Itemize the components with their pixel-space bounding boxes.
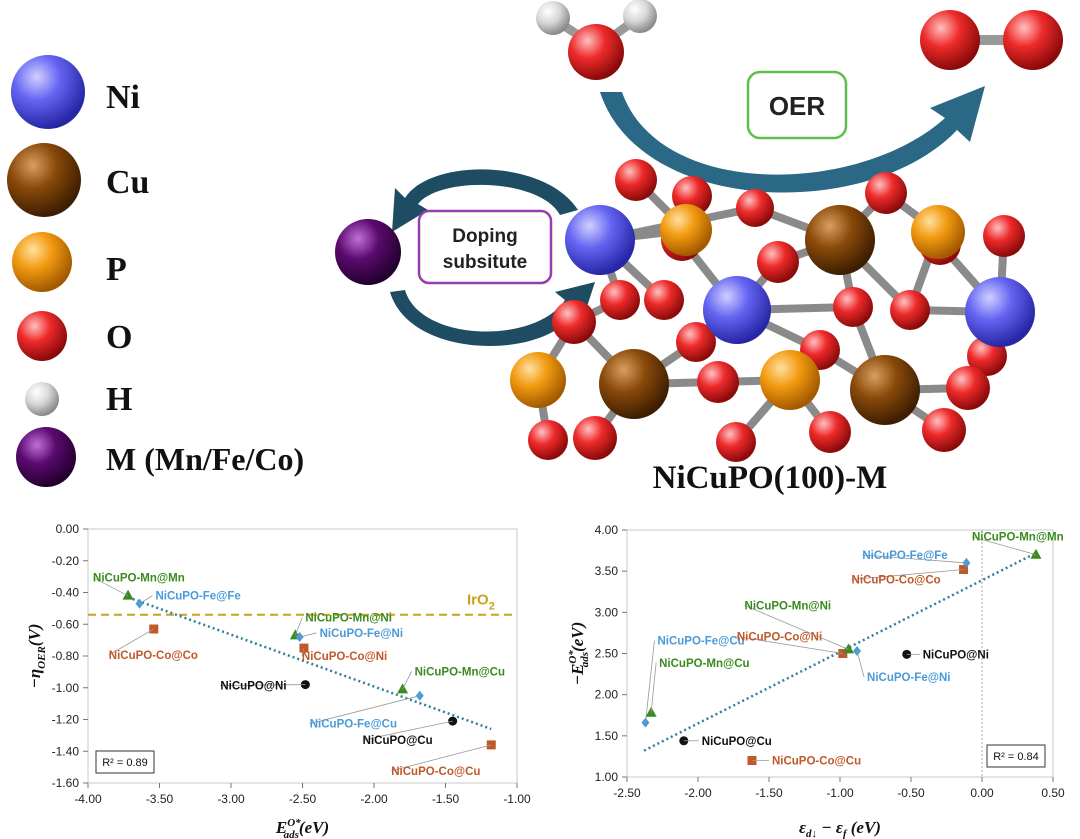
legend-atom-cu xyxy=(7,143,81,217)
point-label: NiCuPO-Fe@Fe xyxy=(862,550,947,562)
label-leader xyxy=(856,650,865,678)
oer-arrow: OER xyxy=(600,70,985,193)
r2-label: R² = 0.84 xyxy=(993,751,1039,763)
label-leader xyxy=(744,605,849,650)
y-tick-label: 2.50 xyxy=(595,647,619,661)
label-leader xyxy=(736,636,843,654)
point-label: NiCuPO-Mn@Mn xyxy=(972,532,1064,544)
legend-atom-m xyxy=(16,427,76,487)
x-tick-label: -0.50 xyxy=(897,786,925,800)
water-molecule xyxy=(536,0,657,80)
doping-label-box xyxy=(417,209,553,285)
doping-label-line2: subsitute xyxy=(443,252,527,273)
x-tick-label: 0.50 xyxy=(1041,786,1065,800)
fit-line xyxy=(643,551,1037,752)
point-label: NiCuPO-Fe@Cu xyxy=(657,636,744,648)
label-leader xyxy=(650,662,657,713)
legend-label-p: P xyxy=(106,251,127,288)
label-leader xyxy=(851,569,964,580)
r2-box xyxy=(986,744,1046,768)
scheme-illustration: Ni Cu P O H M (Mn/Fe/Co) xyxy=(7,0,1063,496)
point-label: NiCuPO@Ni xyxy=(923,649,989,661)
y-tick-label: 1.50 xyxy=(595,729,619,743)
legend-label-o: O xyxy=(106,319,132,356)
oxygen-molecule xyxy=(920,10,1063,70)
y-tick-label: 2.00 xyxy=(595,688,619,702)
data-point xyxy=(843,643,855,654)
x-tick-label: -2.00 xyxy=(684,786,712,800)
x-tick-label: -2.50 xyxy=(613,786,641,800)
point-label: NiCuPO-Co@Co xyxy=(852,575,941,587)
legend-label-m: M (Mn/Fe/Co) xyxy=(106,441,304,477)
x-axis-label: εd↓ − εf (eV) xyxy=(799,818,881,839)
y-tick-label: 3.00 xyxy=(595,605,619,619)
legend-atom-h xyxy=(25,382,59,416)
y-tick-label: 3.50 xyxy=(595,564,619,578)
label-leader xyxy=(862,554,967,564)
point-label: NiCuPO-Co@Ni xyxy=(737,632,822,644)
x-tick-label: 0.00 xyxy=(970,786,994,800)
legend-label-cu: Cu xyxy=(106,164,149,201)
dopant-atom xyxy=(335,219,401,285)
oer-label: OER xyxy=(769,91,826,121)
doping-label-line1: Doping xyxy=(452,226,517,247)
point-label: NiCuPO-Mn@Cu xyxy=(659,658,749,670)
y-axis-label: −EO*ads(eV) xyxy=(567,622,591,686)
point-label: NiCuPO-Mn@Ni xyxy=(745,600,832,612)
y-tick-label: 1.00 xyxy=(595,770,619,784)
legend-atom-o xyxy=(17,311,67,361)
x-tick-label: -1.50 xyxy=(755,786,783,800)
label-leader xyxy=(971,536,1037,556)
crystal-structure xyxy=(510,159,1035,462)
doping-cycle: Doping subsitute xyxy=(335,169,595,346)
label-leader xyxy=(645,640,655,723)
point-label: NiCuPO-Co@Cu xyxy=(772,756,861,768)
legend-atom-p xyxy=(12,232,72,292)
legend-label-h: H xyxy=(106,381,132,418)
x-tick-label: -1.00 xyxy=(826,786,854,800)
legend-label-ni: Ni xyxy=(106,79,140,116)
data-point xyxy=(1030,548,1042,559)
structure-label: NiCuPO(100)-M xyxy=(653,460,888,496)
y-tick-label: 4.00 xyxy=(595,523,619,537)
oer-label-box xyxy=(746,70,848,140)
legend: Ni Cu P O H M (Mn/Fe/Co) xyxy=(7,55,304,487)
point-label: NiCuPO@Cu xyxy=(702,736,772,748)
legend-atom-ni xyxy=(11,55,85,129)
point-label: NiCuPO-Fe@Ni xyxy=(867,672,950,684)
